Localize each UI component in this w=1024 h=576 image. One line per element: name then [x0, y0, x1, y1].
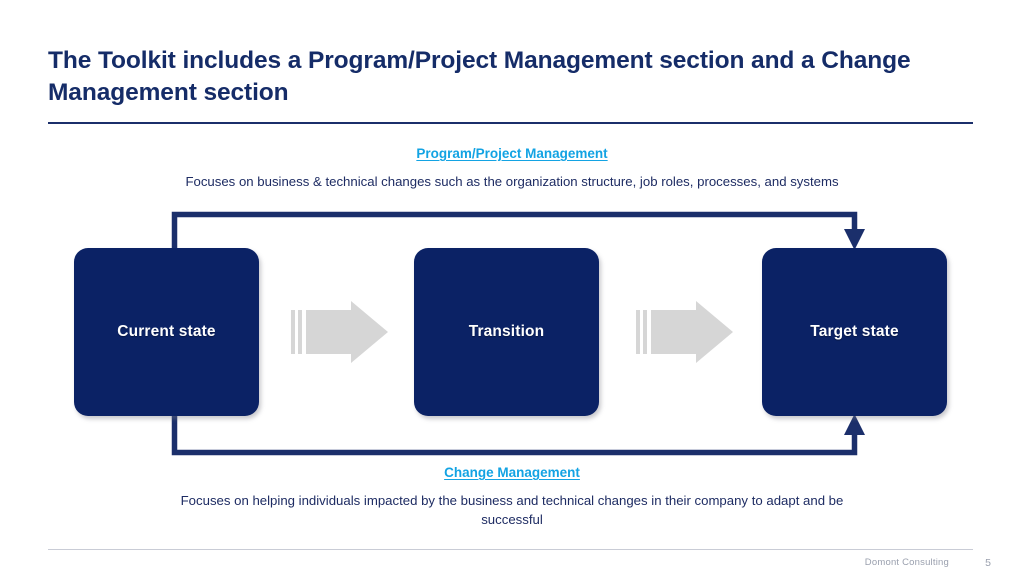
footer-page-number: 5: [985, 557, 991, 569]
arrow-right-icon-current-to-transition: [291, 301, 388, 363]
arrowhead-down-icon: [844, 229, 865, 250]
flow-box-target-state-label: Target state: [810, 323, 899, 340]
page-title: The Toolkit includes a Program/Project M…: [48, 47, 911, 107]
program-project-management-description: Focuses on business & technical changes …: [185, 174, 839, 189]
footer-company-name: Domont Consulting: [864, 557, 949, 568]
arrow-right-icon-transition-to-target: [636, 301, 733, 363]
change-management-description: Focuses on helping individuals impacted …: [180, 493, 844, 527]
change-management-loop-path: [171, 408, 865, 456]
arrowhead-up-icon: [844, 414, 865, 435]
footer-divider: [48, 549, 973, 550]
title-divider: [48, 122, 973, 124]
flow-box-current-state-label: Current state: [117, 323, 216, 340]
program-project-management-loop-path: [171, 211, 865, 258]
flow-box-transition-label: Transition: [468, 323, 545, 340]
flow-box-target-state[interactable]: Target state: [762, 248, 947, 416]
program-project-management-heading[interactable]: Program/Project Management: [416, 146, 608, 161]
flow-box-current-state[interactable]: Current state: [74, 248, 259, 416]
change-management-heading[interactable]: Change Management: [444, 465, 580, 480]
flow-box-transition[interactable]: Transition: [414, 248, 599, 416]
